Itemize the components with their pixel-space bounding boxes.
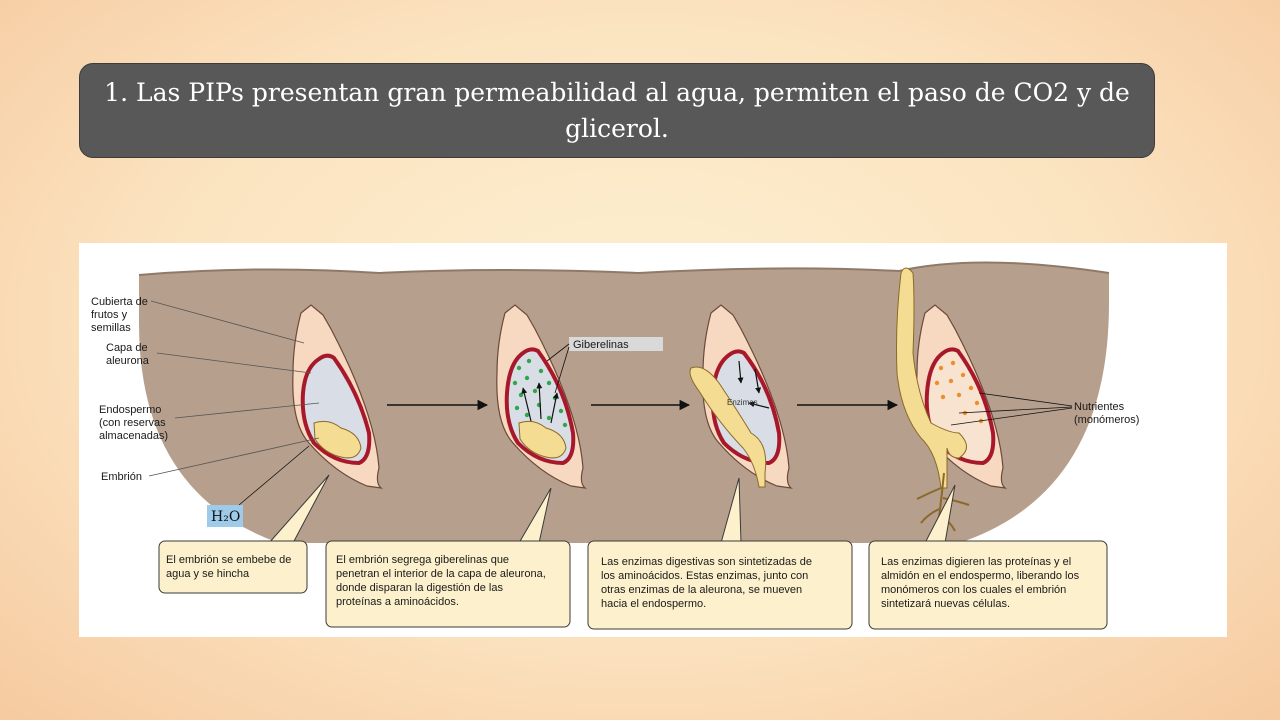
leader-aleurona	[156, 352, 312, 374]
leader-nutrientes	[950, 392, 1073, 426]
label-embrion: Embrión	[101, 471, 142, 483]
caption-3: Las enzimas digestivas son sintetizadas …	[587, 540, 853, 630]
caption-4: Las enzimas digieren las proteínas y el …	[868, 540, 1108, 630]
aleurone-layer	[710, 349, 782, 466]
caption-2: El embrión segrega giberelinas que penet…	[325, 540, 571, 628]
caption-pointers	[267, 474, 956, 544]
seed-stage-2	[496, 304, 588, 489]
seedling-shoot	[896, 267, 967, 489]
svg-text:El embrión se embebe de: El embrión se embebe de agua y se hincha	[166, 554, 294, 580]
embryo-shoot	[689, 366, 767, 488]
nutrientes-label: Nutrientes (monómeros)	[1074, 401, 1139, 426]
label-endospermo: Endospermo (con reservas almacenadas)	[99, 404, 169, 442]
enzyme-arrows	[737, 360, 770, 409]
svg-text:Las enzimas digestivas son sin: Las enzimas digestivas son sintetizadas …	[601, 556, 815, 610]
soil-surface	[138, 261, 1110, 276]
leader-h2o	[238, 445, 310, 506]
h2o-badge	[207, 505, 243, 527]
caption-1: El embrión se embebe de agua y se hincha	[158, 540, 308, 594]
germination-figure: Giberelinas Enzimas	[79, 243, 1227, 637]
svg-text:Las enzimas digieren las prote: Las enzimas digieren las proteínas y el …	[881, 556, 1082, 610]
svg-text:El embrión segrega giberelinas: El embrión segrega giberelinas que penet…	[336, 554, 549, 608]
leader-cubierta	[150, 300, 305, 344]
giberelinas-label: Giberelinas	[573, 339, 629, 351]
leader-giberelinas	[546, 343, 570, 362]
label-cubierta: Cubierta de frutos y semillas	[91, 296, 151, 334]
soil	[139, 262, 1109, 543]
embryo	[518, 420, 567, 459]
h2o-label: H₂O	[211, 509, 240, 525]
leader-giberelinas	[554, 346, 570, 394]
germination-diagram: Giberelinas Enzimas	[91, 261, 1139, 630]
enzimas-label: Enzimas	[727, 398, 758, 407]
giberelinas-label-bg	[569, 337, 663, 351]
seed-stage-4	[896, 267, 1008, 534]
title-box: 1. Las PIPs presentan gran permeabilidad…	[79, 63, 1155, 158]
embryo	[313, 420, 362, 459]
leader-embrion	[148, 437, 320, 477]
nutrient-dots	[934, 360, 984, 424]
seed-stage-3: Enzimas	[689, 304, 794, 489]
slide-title: 1. Las PIPs presentan gran permeabilidad…	[104, 77, 1130, 143]
label-aleurona: Capa de aleurona	[106, 342, 151, 367]
seed-stage-1	[292, 304, 384, 489]
gibberellin-arrows	[521, 382, 559, 424]
leader-endospermo	[174, 402, 320, 419]
